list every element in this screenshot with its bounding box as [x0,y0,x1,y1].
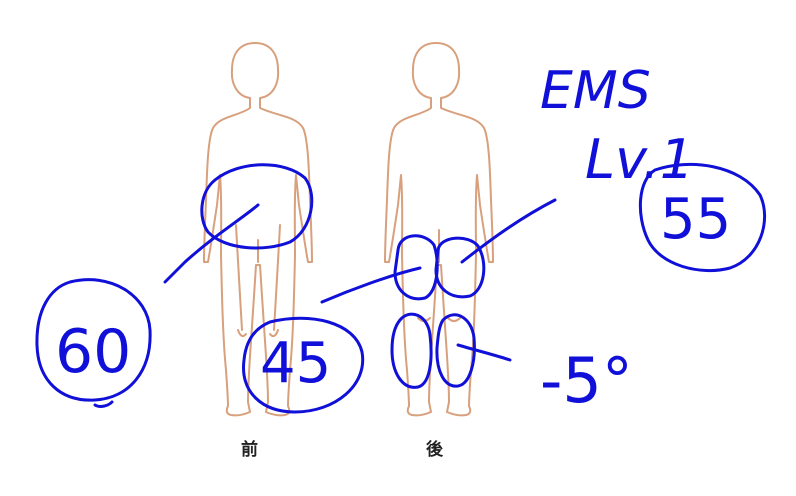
calf-left-circle [390,312,433,389]
value-45-text: 45 [260,331,331,396]
value-55-text: 55 [660,187,731,252]
back-thigh-right-leader-line [460,198,557,264]
back-label: 後 [426,439,444,460]
front-knee-right [269,329,279,338]
front-abdomen-leader-line [163,203,260,284]
annotation-marks [35,162,766,414]
ems-level-label: Lv.1 [585,128,694,191]
calf-right-circle [435,313,476,388]
back-thigh-right-circle [434,236,486,299]
front-knee-left [237,329,247,338]
calf-leader-line [456,343,512,362]
front-label: 前 [241,439,258,460]
front-body-figure [203,42,313,417]
front-abdomen-circle [200,163,314,250]
value-minus5-text: -5° [540,344,633,417]
value-45-circle [242,316,365,414]
ems-label: EMS [540,61,651,121]
back-body-figure [384,42,494,417]
value-60-circle [35,278,152,402]
value-60-text: 60 [55,317,131,387]
front-head-outline [203,42,313,417]
back-thigh-leader-line [320,266,422,304]
front-muscle-line-right [273,224,281,331]
back-knee-right [447,317,461,322]
front-muscle-line-left [235,224,243,331]
value-55-circle [638,162,766,273]
back-head-outline [384,42,494,417]
value-60-tail [93,400,114,408]
